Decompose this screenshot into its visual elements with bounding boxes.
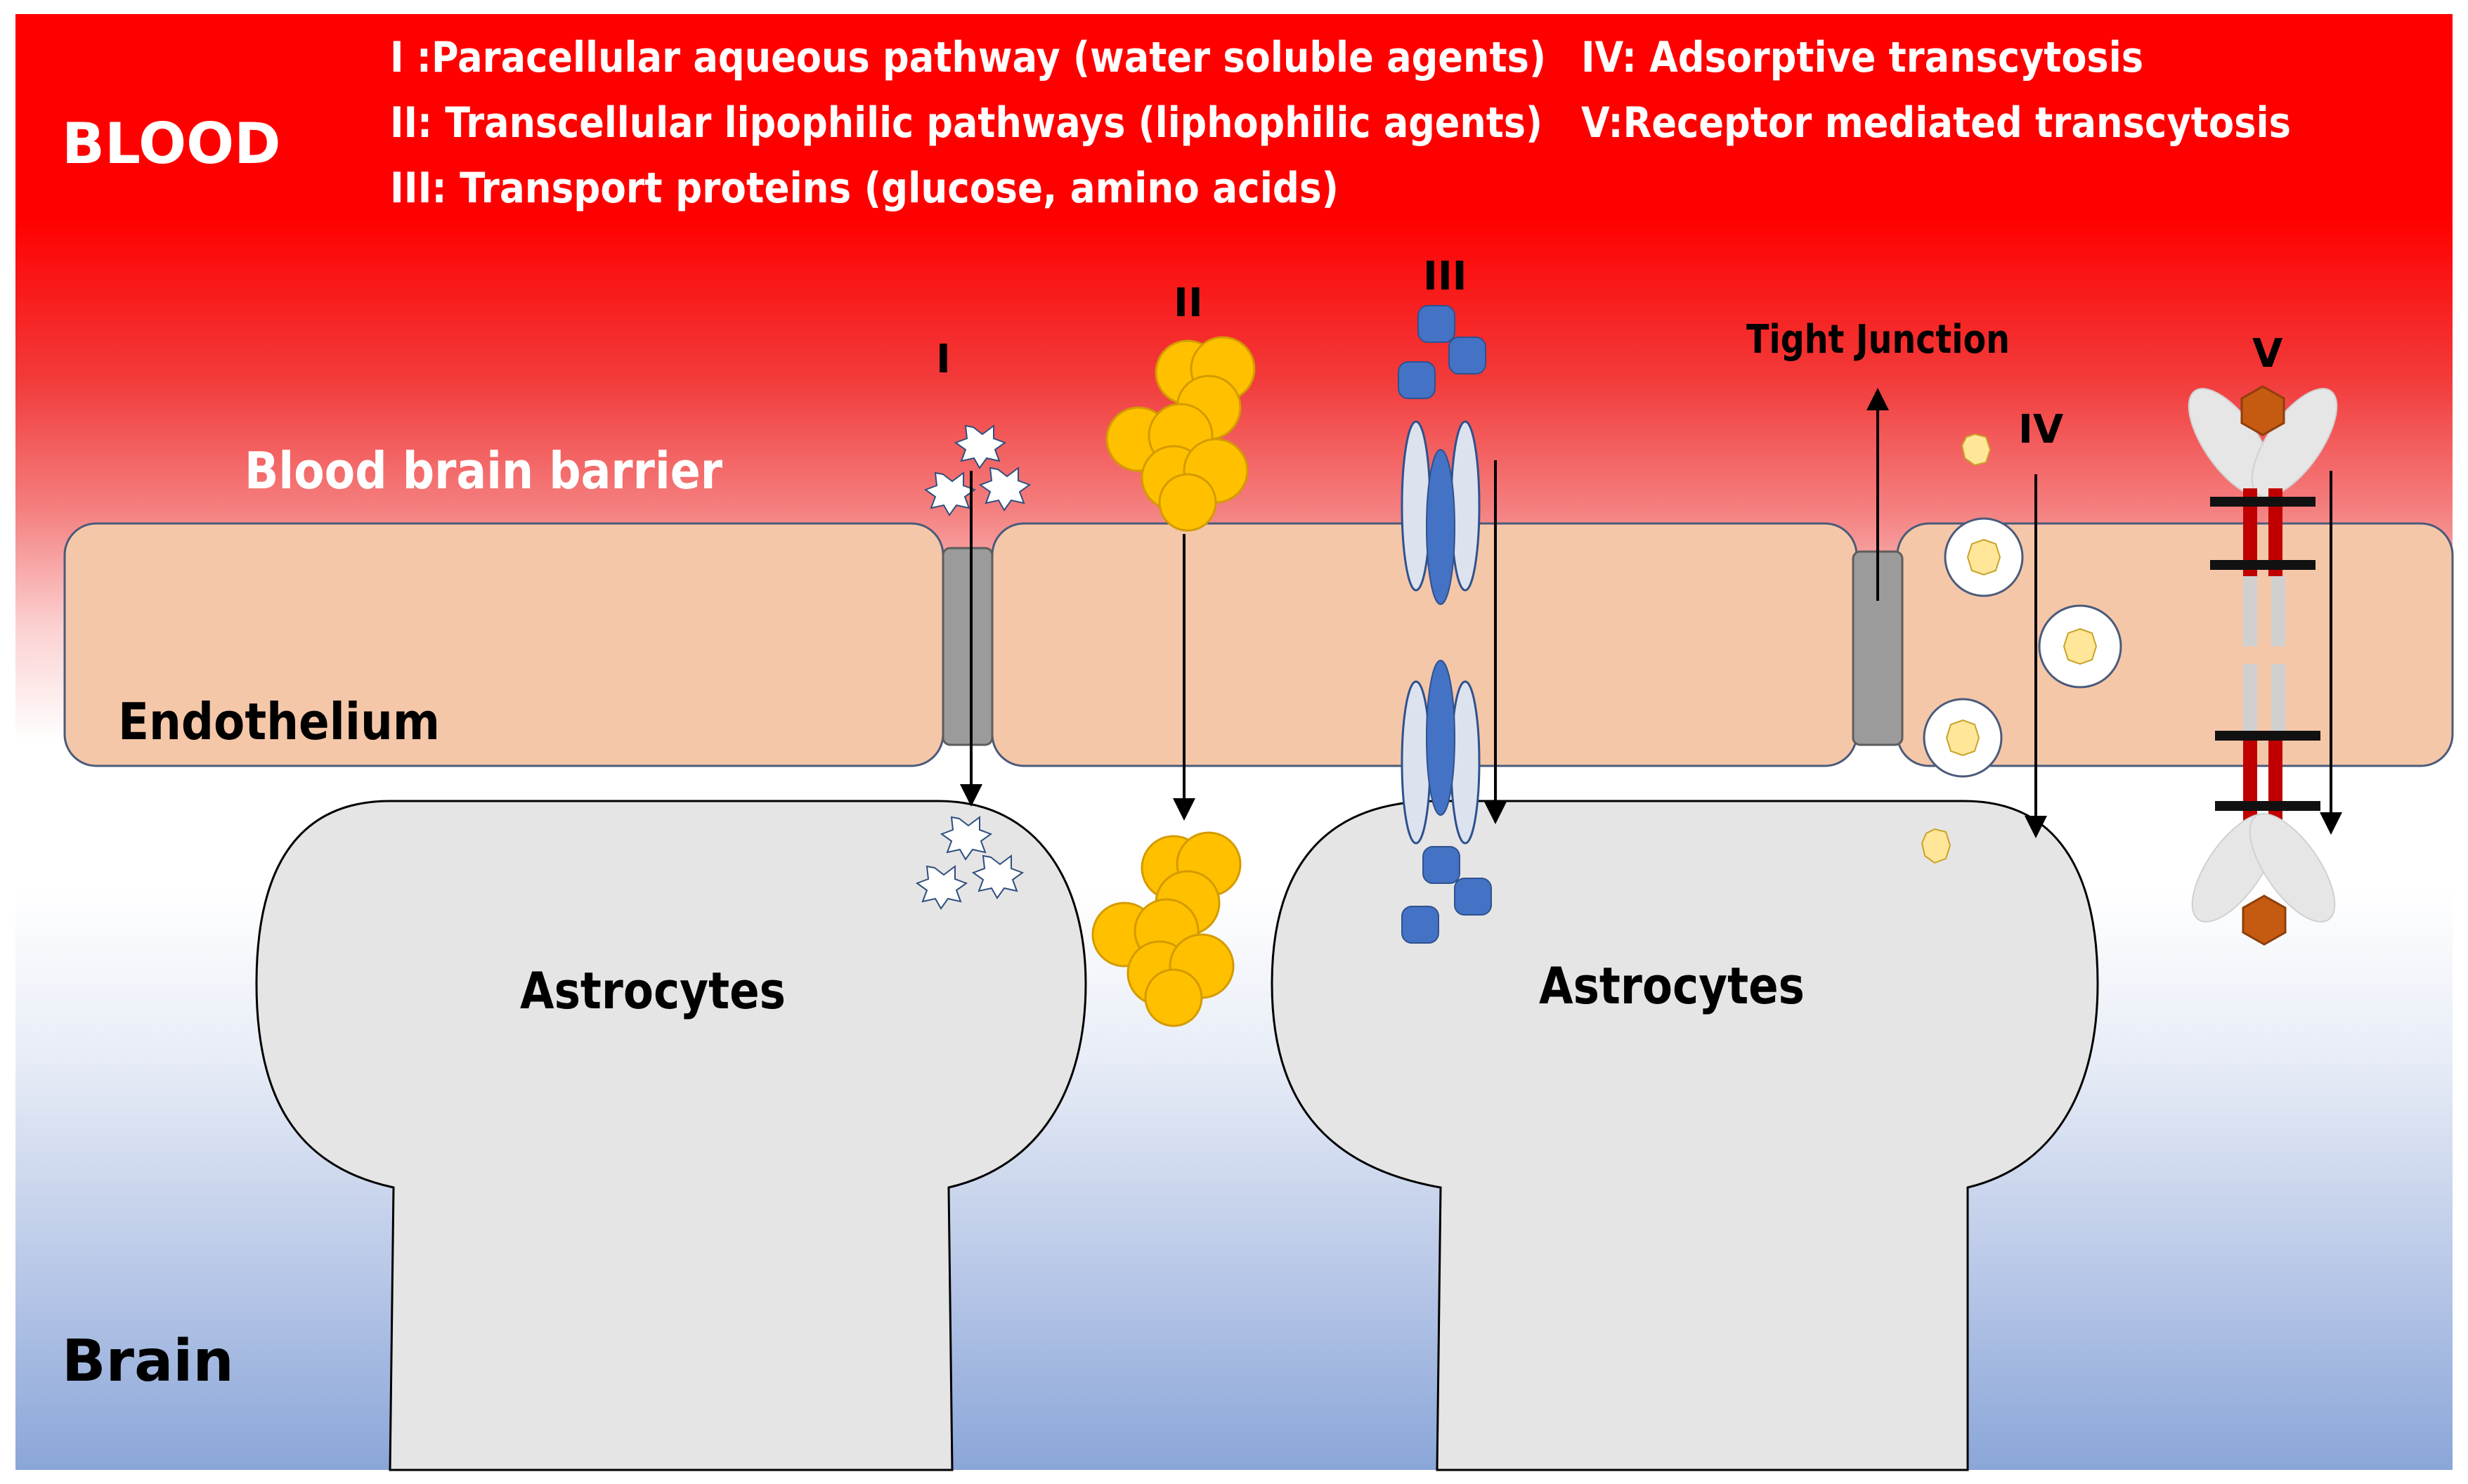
astrocyte-left	[255, 800, 1087, 1471]
astrocytes-left-label: Astrocytes	[520, 961, 786, 1020]
receptor-top	[2188, 385, 2338, 646]
receptor-bottom	[2191, 664, 2336, 946]
transport-protein-top	[1401, 420, 1481, 605]
water-soluble-agents-top	[923, 424, 1032, 516]
bbb-label: Blood brain barrier	[245, 441, 722, 500]
tight-junction-label: Tight Junction	[1746, 317, 2010, 363]
transport-molecules-top	[1398, 305, 1486, 399]
astrocytes-right-label: Astrocytes	[1539, 956, 1805, 1015]
legend-item-3: III: Transport proteins (glucose, amino …	[390, 164, 1339, 213]
endothelium-label: Endothelium	[118, 692, 440, 751]
brain-label: Brain	[62, 1328, 234, 1395]
legend-item-4: IV: Adsorptive transcytosis	[1581, 33, 2143, 82]
pathway-3-label: III	[1423, 254, 1467, 299]
water-soluble-agents-bottom	[915, 816, 1025, 910]
pathway-2-label: II	[1174, 280, 1203, 326]
adsorptive-vesicles	[1921, 433, 2122, 864]
legend-item-5: V:Receptor mediated transcytosis	[1581, 98, 2291, 148]
transport-molecules-bottom	[1401, 846, 1492, 944]
pathway-5-label: V	[2252, 331, 2283, 377]
tight-junction-1	[942, 547, 994, 746]
transport-protein-bottom	[1401, 660, 1481, 845]
blood-label: BLOOD	[62, 111, 281, 176]
pathway-1-label: I	[936, 337, 951, 382]
legend-item-1: I :Paracellular aqueous pathway (water s…	[390, 33, 1546, 82]
legend-item-2: II: Transcellular lipophilic pathways (l…	[390, 98, 1542, 148]
lipophilic-agents-top	[1105, 336, 1256, 532]
lipophilic-agents-bottom	[1091, 831, 1242, 1027]
pathway-4-label: IV	[2018, 407, 2064, 453]
